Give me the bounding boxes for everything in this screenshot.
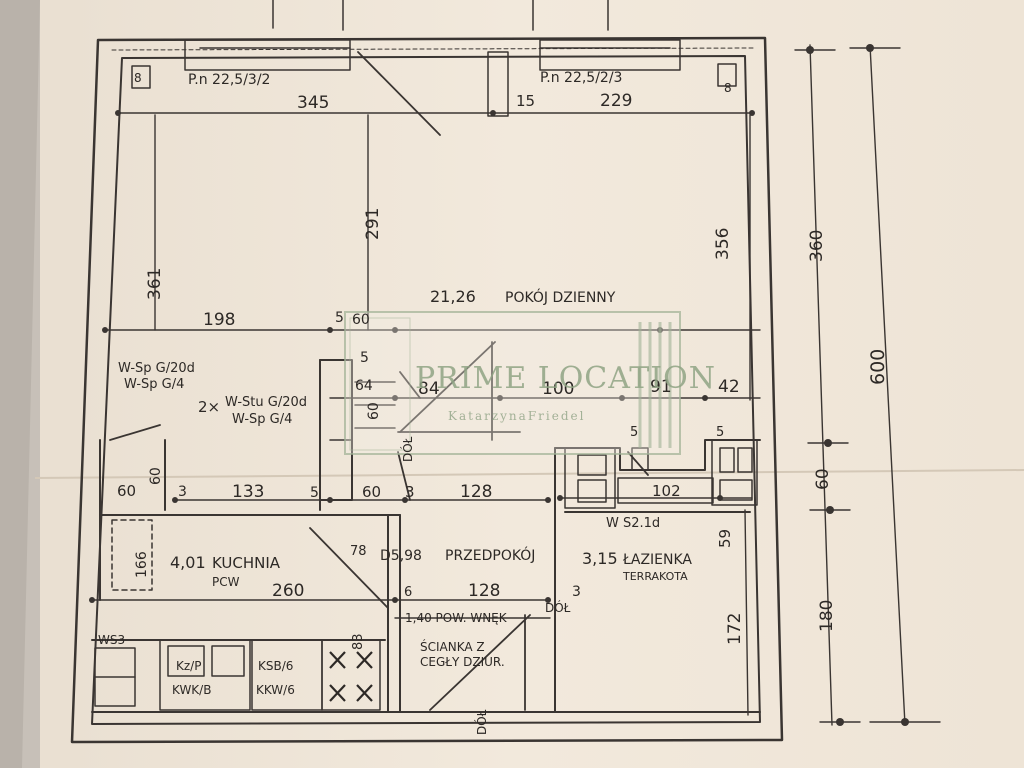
dim-60e: 60	[362, 483, 381, 501]
dim-5c: 5	[310, 485, 319, 501]
dim-6: 6	[404, 585, 412, 600]
window-left-label: P.n 22,5/3/2	[188, 72, 270, 88]
note-k4: KKW/6	[256, 683, 295, 697]
watermark-text: PRIME LOCATION KatarzynaFriedel	[415, 361, 716, 423]
dim-172: 172	[725, 613, 745, 645]
dim-5b: 5	[360, 350, 369, 366]
note-center-2: W-Sp G/4	[232, 412, 292, 427]
dim-top-left: 345	[297, 93, 329, 113]
dim-42: 42	[718, 377, 740, 397]
note-center-1: W-Stu G/20d	[225, 395, 307, 410]
niche-label: 1,40 POW. WNĘK	[405, 611, 508, 625]
kitchen-fixtures	[94, 519, 381, 711]
note-k3: KSB/6	[258, 659, 293, 673]
stair-steps	[329, 381, 396, 441]
note-k2: KWK/B	[172, 683, 211, 697]
dim-top-mid: 15	[516, 92, 535, 110]
living-name: POKÓJ DZIENNY	[505, 288, 616, 306]
interior-walls	[91, 359, 761, 713]
dim-outer-360: 360	[807, 230, 827, 262]
partition-note-2: CEGŁY DZIUR.	[420, 655, 505, 669]
window-frames	[131, 39, 737, 117]
dim-outer-60: 60	[813, 468, 833, 490]
dol-label-2: DÓŁ	[474, 709, 489, 735]
dim-3b: 3	[405, 483, 415, 501]
top-lines	[272, 0, 609, 31]
dim-living-h-mid: 291	[363, 208, 383, 240]
window-right-label: P.n 22,5/2/3	[540, 70, 622, 86]
watermark	[344, 311, 681, 455]
dim-60b: 60	[366, 402, 382, 420]
room-labels: 21,26 POKÓJ DZIENNY 4,01 KUCHNIA PCW D5,…	[170, 287, 692, 669]
note-center-prefix: 2×	[198, 398, 220, 416]
bath-name: ŁAZIENKA	[622, 552, 692, 568]
kitchen-area: 4,01	[170, 553, 206, 572]
note-left-2: W-Sp G/4	[124, 377, 184, 392]
dim-133: 133	[232, 482, 264, 502]
dim-128a: 128	[460, 482, 492, 502]
top-dimensions: 345 15 229	[297, 91, 632, 113]
dim-83: 83	[351, 633, 366, 650]
dim-60d: 60	[148, 467, 164, 485]
note-left-1: W-Sp G/20d	[118, 361, 195, 376]
dim-166: 166	[134, 551, 150, 578]
dim-3c: 3	[572, 584, 581, 600]
kitchen-floor: PCW	[212, 575, 240, 589]
watermark-subtitle: KatarzynaFriedel	[448, 409, 585, 423]
dim-102: 102	[652, 482, 681, 500]
note-k1: Kz/P	[176, 659, 201, 673]
bath-floor: TERRAKOTA	[622, 570, 688, 583]
dim-128b: 128	[468, 581, 500, 601]
dim-8b: 8	[724, 81, 732, 95]
cabinet-notes: W-Sp G/20d W-Sp G/4 2× W-Stu G/20d W-Sp …	[98, 361, 660, 697]
kitchen-name: KUCHNIA	[212, 554, 281, 572]
hall-name: PRZEDPOKÓJ	[445, 546, 535, 564]
dim-100: 100	[542, 379, 574, 399]
hall-area: D5,98	[380, 548, 422, 564]
dimension-dots	[89, 44, 909, 726]
note-bath: W S2.1d	[606, 516, 660, 531]
dim-198: 198	[203, 310, 235, 330]
dim-60c: 60	[117, 482, 136, 500]
partition-note-1: ŚCIANKA Z	[420, 639, 485, 654]
dim-living-h-right: 356	[713, 228, 733, 260]
dim-84: 84	[418, 379, 440, 399]
paper-edge	[0, 0, 40, 768]
living-area: 21,26	[430, 287, 476, 306]
dim-8a: 8	[134, 71, 142, 85]
paper-fold	[34, 469, 1024, 479]
vertical-dimensions: 361 291 356 360 600 60 180 59 172 166 60…	[134, 208, 889, 735]
dim-5e: 5	[716, 425, 724, 440]
dim-64: 64	[355, 378, 373, 394]
dim-91: 91	[650, 377, 672, 397]
dim-59: 59	[716, 529, 734, 548]
bathroom-fixtures	[564, 439, 758, 509]
dim-260: 260	[272, 581, 304, 601]
note-ws: WS3	[98, 633, 125, 647]
door-swings	[109, 51, 649, 711]
dim-3a: 3	[178, 484, 187, 500]
dim-living-h-left: 361	[145, 268, 165, 300]
dim-60a: 60	[352, 312, 370, 328]
horizontal-dimensions: 198 5 60 5 64 84 100 91 42 60 3 133 5 60…	[117, 310, 740, 615]
watermark-title: PRIME LOCATION	[415, 361, 716, 396]
dim-5d: 5	[630, 425, 638, 440]
dim-outer-600: 600	[867, 349, 889, 385]
dim-5a: 5	[335, 310, 344, 326]
window-labels: P.n 22,5/3/2 P.n 22,5/2/3 8 8	[134, 70, 732, 95]
dim-top-right: 229	[600, 91, 632, 111]
bath-area: 3,15	[582, 549, 618, 568]
cooker-burners	[329, 651, 373, 702]
dol-label-1: DÓŁ	[400, 436, 415, 462]
dim-outer-180: 180	[817, 600, 837, 632]
dol-label-3: DÓŁ	[545, 600, 571, 615]
dim-78: 78	[350, 544, 367, 559]
